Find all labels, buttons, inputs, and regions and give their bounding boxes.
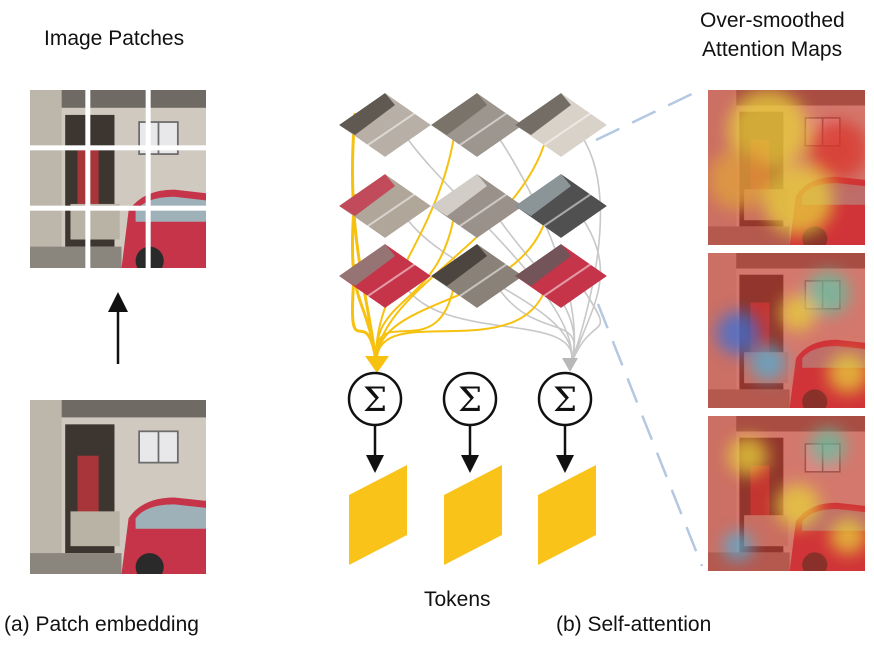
down-arrow-icon — [366, 426, 384, 473]
attention-map — [708, 253, 865, 408]
summation-icon: Σ — [347, 371, 403, 427]
patch-gap — [28, 145, 210, 151]
svg-text:Σ: Σ — [458, 380, 482, 420]
up-arrow-icon — [108, 292, 128, 364]
summation-icon: Σ — [537, 371, 593, 427]
attention-map — [708, 416, 865, 571]
output-token — [538, 465, 596, 565]
attention-maps-title-line2: Attention Maps — [702, 38, 843, 61]
svg-text:Σ: Σ — [553, 380, 577, 420]
attention-arrows — [350, 112, 602, 373]
caption-self-attention: (b) Self-attention — [556, 613, 712, 636]
down-arrow-icon — [461, 426, 479, 473]
image-patches-grid — [28, 88, 210, 270]
svg-text:Σ: Σ — [363, 380, 387, 420]
input-image — [30, 400, 206, 574]
output-tokens — [349, 465, 596, 565]
patch-gap — [85, 88, 91, 270]
caption-patch-embedding: (a) Patch embedding — [4, 613, 199, 636]
patch-gap — [145, 88, 151, 270]
attention-edge-highlight — [350, 263, 379, 369]
output-token — [444, 465, 502, 565]
attention-edge — [569, 215, 602, 369]
attention-edge — [496, 285, 576, 369]
attention-edge-highlight — [375, 263, 458, 369]
output-token — [349, 465, 407, 565]
zoom-guide-lines — [595, 88, 704, 567]
attention-maps-title-line1: Over-smoothed — [700, 9, 845, 32]
attention-edge — [404, 285, 573, 369]
attention-edge — [569, 285, 602, 369]
image-patches-title: Image Patches — [44, 27, 185, 50]
token-patch-diamonds — [339, 93, 607, 308]
patch-gap — [28, 205, 210, 211]
attention-edge — [404, 134, 573, 369]
attention-edge-highlight — [375, 263, 552, 369]
tokens-label: Tokens — [424, 588, 491, 611]
attention-map — [708, 90, 865, 245]
summation-icon: Σ — [442, 371, 498, 427]
down-arrow-icon — [556, 426, 574, 473]
attention-edge-highlight — [375, 193, 552, 369]
attention-maps — [708, 90, 865, 571]
attention-edge — [404, 215, 573, 369]
